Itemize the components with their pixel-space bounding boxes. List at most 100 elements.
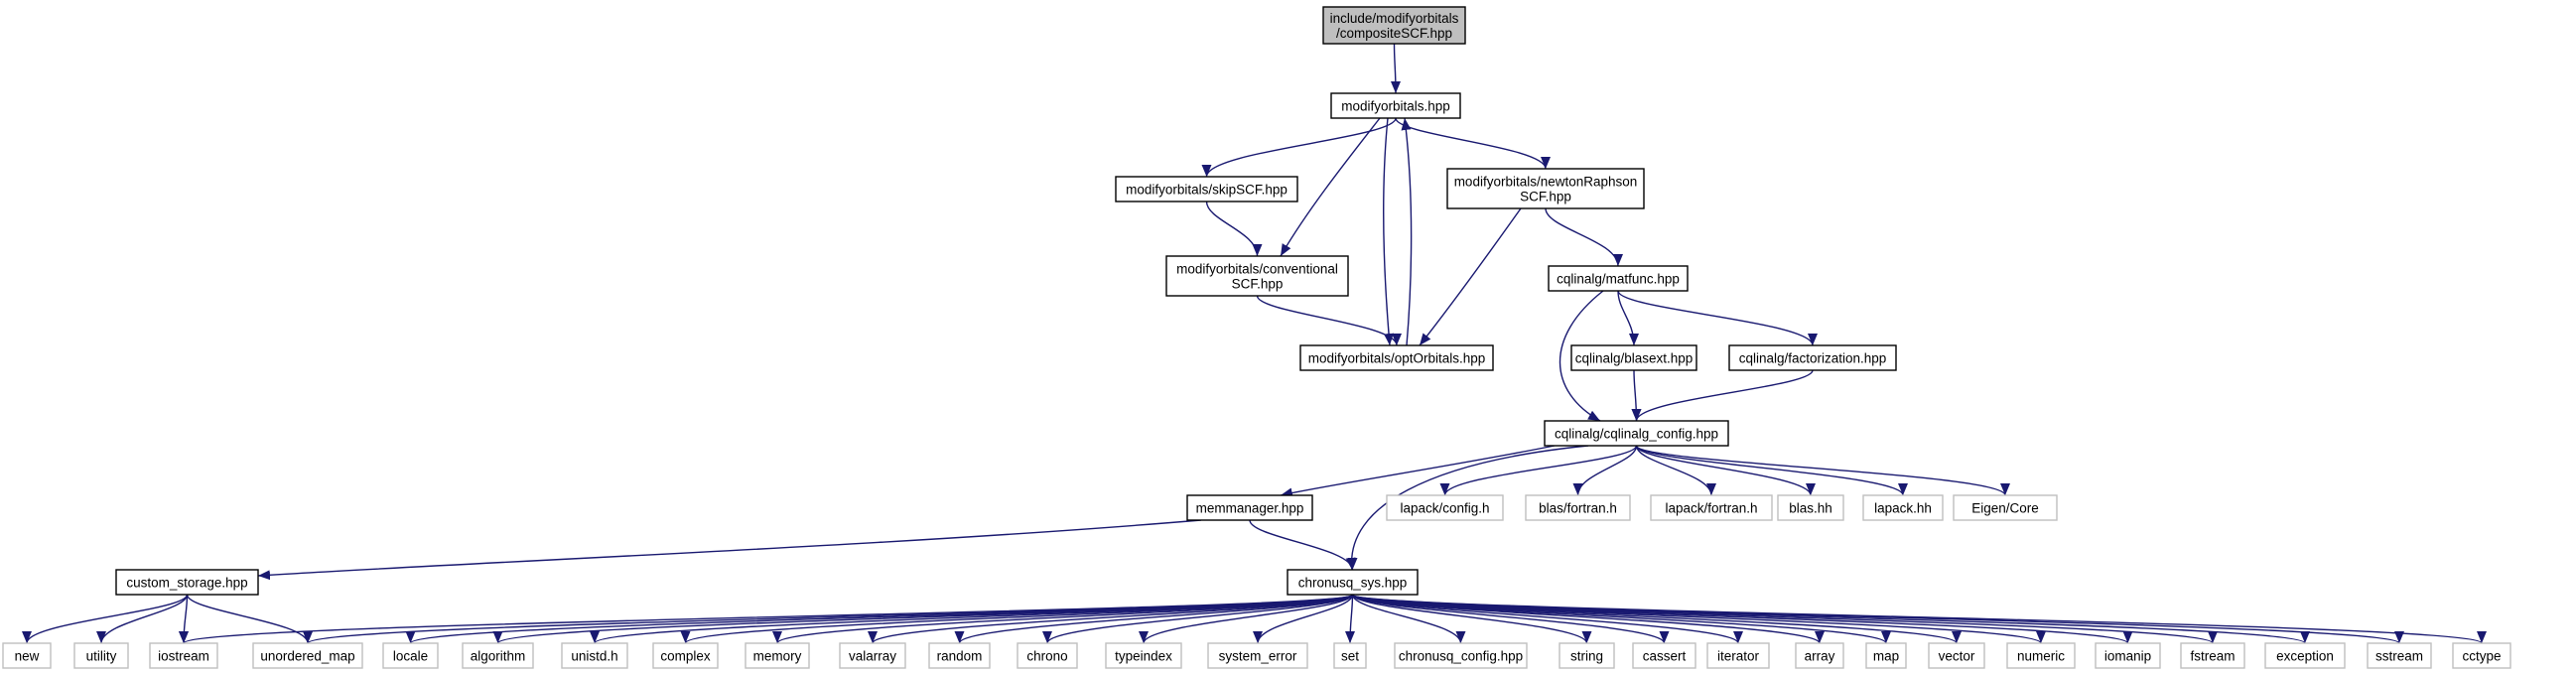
node-box-factorization [1728,344,1897,371]
node-cassert: cassert [1632,642,1696,669]
node-label-sstream: sstream [2375,649,2423,664]
edge-chronusq_sys-to-random [954,594,1354,644]
edge-chronusq_sys-to-chronusq_config [1351,594,1466,644]
node-lapack_config: lapack/config.h [1386,494,1504,521]
node-box-system_error [1207,642,1308,669]
node-box-chrono [1017,642,1078,669]
edge-chronusq_sys-to-valarray [868,594,1354,644]
node-label-set: set [1341,649,1359,664]
node-set: set [1333,642,1367,669]
node-box-utility [73,642,129,669]
node-label-iterator: iterator [1717,649,1760,664]
node-label-factorization: cqlinalg/factorization.hpp [1739,351,1887,366]
node-chrono: chrono [1017,642,1078,669]
node-label-exception: exception [2276,649,2334,664]
node-exception: exception [2264,642,2346,669]
node-box-locale [382,642,439,669]
node-blasext[interactable]: cqlinalg/blasext.hpp [1570,344,1697,371]
node-iterator: iterator [1706,642,1770,669]
node-box-random [928,642,991,669]
node-factorization[interactable]: cqlinalg/factorization.hpp [1728,344,1897,371]
node-box-eigen_core [1953,494,2058,521]
node-label-cqlinalg_config: cqlinalg/cqlinalg_config.hpp [1555,427,1718,442]
node-box-numeric [2006,642,2076,669]
node-box-valarray [839,642,906,669]
edge-cqlinalg_config-to-lapack_hh [1635,445,1908,496]
node-label-fstream: fstream [2190,649,2235,664]
node-cqlinalg_config[interactable]: cqlinalg/cqlinalg_config.hpp [1544,420,1729,447]
node-label-random: random [937,649,983,664]
node-box-lapack_hh [1862,494,1944,521]
node-memmanager[interactable]: memmanager.hpp [1186,494,1313,521]
node-box-string [1559,642,1615,669]
node-box-exception [2264,642,2346,669]
node-sstream: sstream [2367,642,2432,669]
node-label-complex: complex [660,649,711,664]
node-box-memmanager [1186,494,1313,521]
node-label-cassert: cassert [1643,649,1687,664]
node-label-unordered_map: unordered_map [260,649,354,664]
node-box-cctype [2452,642,2511,669]
node-box-blas_hh [1777,494,1844,521]
node-box-modifyorbitals [1330,92,1461,119]
node-box-cassert [1632,642,1696,669]
node-box-chronusq_sys [1287,569,1419,596]
node-box-new [2,642,52,669]
node-label-skipSCF: modifyorbitals/skipSCF.hpp [1126,183,1288,198]
node-box-vector [1928,642,1985,669]
edge-factorization-to-cqlinalg_config [1631,369,1814,422]
node-lapack_fortran: lapack/fortran.h [1650,494,1773,521]
edge-modifyorbitals-to-skipSCF [1201,117,1397,178]
edge-cqlinalg_config-to-chronusq_sys [1345,445,1589,571]
node-label-array: array [1805,649,1835,664]
node-optOrbitals[interactable]: modifyorbitals/optOrbitals.hpp [1299,344,1494,371]
node-custom_storage[interactable]: custom_storage.hpp [115,569,259,596]
node-label-vector: vector [1939,649,1975,664]
node-label-newtonRaphson-line-2: SCF.hpp [1520,190,1571,204]
edges-layer [22,43,2487,644]
node-box-memory [745,642,810,669]
node-label-string: string [1570,649,1603,664]
node-box-newtonRaphson [1446,168,1645,209]
node-chronusq_sys[interactable]: chronusq_sys.hpp [1287,569,1419,596]
node-label-new: new [15,649,40,664]
node-modifyorbitals[interactable]: modifyorbitals.hpp [1330,92,1461,119]
node-box-unistd [561,642,628,669]
node-label-chronusq_config: chronusq_config.hpp [1399,649,1523,664]
node-vector: vector [1928,642,1985,669]
edge-chronusq_sys-to-system_error [1253,594,1354,644]
node-skipSCF[interactable]: modifyorbitals/skipSCF.hpp [1115,176,1298,202]
node-box-lapack_fortran [1650,494,1773,521]
node-label-numeric: numeric [2017,649,2065,664]
node-numeric: numeric [2006,642,2076,669]
node-lapack_hh: lapack.hh [1862,494,1944,521]
node-algorithm: algorithm [462,642,534,669]
node-label-cctype: cctype [2462,649,2501,664]
node-root[interactable]: include/modifyorbitals/compositeSCF.hpp [1322,6,1466,45]
node-label-optOrbitals: modifyorbitals/optOrbitals.hpp [1308,351,1486,366]
node-matfunc[interactable]: cqlinalg/matfunc.hpp [1548,265,1689,292]
edge-memmanager-to-chronusq_sys [1249,519,1358,571]
node-label-conventional-line-2: SCF.hpp [1232,277,1284,292]
node-label-chronusq_sys: chronusq_sys.hpp [1298,576,1408,591]
edge-chronusq_sys-to-chrono [1042,594,1354,644]
node-label-map: map [1873,649,1899,664]
node-random: random [928,642,991,669]
node-label-unistd: unistd.h [571,649,617,664]
edge-newtonRaphson-to-matfunc [1545,207,1623,267]
node-label-chrono: chrono [1026,649,1067,664]
node-locale: locale [382,642,439,669]
node-label-blasext: cqlinalg/blasext.hpp [1575,351,1694,366]
node-box-array [1795,642,1844,669]
node-box-iomanip [2095,642,2161,669]
node-box-matfunc [1548,265,1689,292]
edge-cqlinalg_config-to-blas_hh [1635,445,1816,496]
edge-modifyorbitals-to-newtonRaphson [1395,117,1551,170]
node-memory: memory [745,642,810,669]
node-typeindex: typeindex [1105,642,1182,669]
node-box-skipSCF [1115,176,1298,202]
edge-optOrbitals-to-modifyorbitals [1401,117,1413,346]
